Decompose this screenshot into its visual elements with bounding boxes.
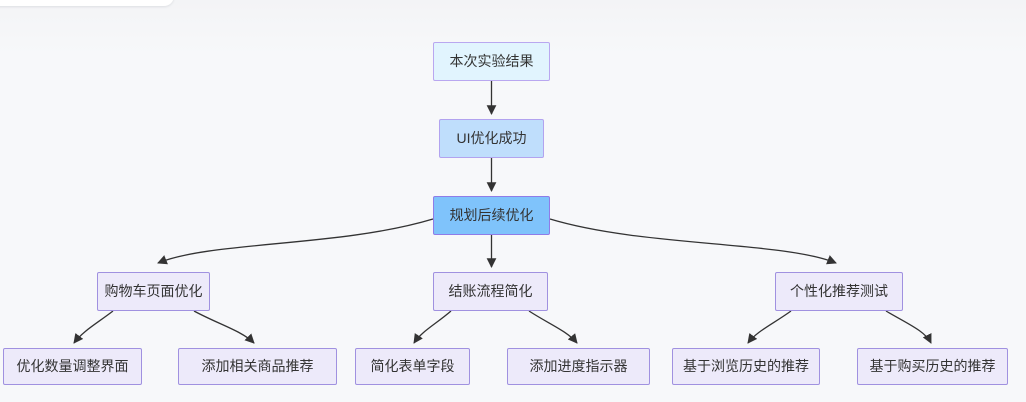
edge-plan-personal bbox=[549, 218, 837, 265]
node-progress-indicator: 添加进度指示器 bbox=[507, 348, 650, 385]
node-browse-history-recommendation: 基于浏览历史的推荐 bbox=[672, 348, 820, 385]
node-personalized-recommendation-test: 个性化推荐测试 bbox=[775, 272, 903, 311]
edge-checkout-progress bbox=[528, 310, 578, 344]
edge-checkout-form bbox=[413, 310, 452, 344]
panel-corner bbox=[0, 0, 174, 6]
node-experiment-result: 本次实验结果 bbox=[433, 42, 550, 81]
node-cart-page-optimization: 购物车页面优化 bbox=[97, 272, 210, 311]
edge-cart-related bbox=[193, 310, 255, 344]
edge-cart-qty bbox=[73, 310, 114, 344]
edge-personal-browse bbox=[747, 310, 792, 344]
node-ui-optimization-success: UI优化成功 bbox=[439, 119, 544, 158]
node-simplify-form-fields: 简化表单字段 bbox=[355, 348, 470, 385]
node-checkout-simplification: 结账流程简化 bbox=[433, 272, 548, 311]
node-quantity-adjust-ui: 优化数量调整界面 bbox=[3, 348, 142, 385]
node-related-products: 添加相关商品推荐 bbox=[178, 348, 337, 385]
edge-personal-purchase bbox=[885, 310, 932, 344]
edge-plan-cart bbox=[157, 218, 434, 265]
node-purchase-history-recommendation: 基于购买历史的推荐 bbox=[857, 348, 1008, 385]
node-plan-followup: 规划后续优化 bbox=[433, 196, 550, 235]
